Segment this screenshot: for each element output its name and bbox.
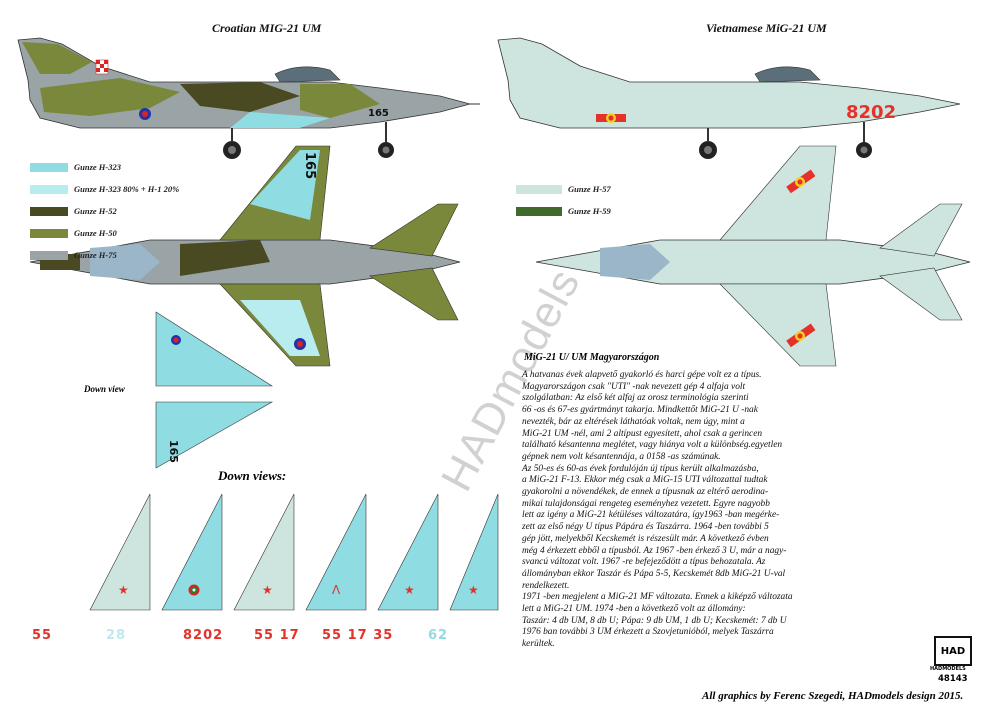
article-line: gép jött, melyekből Kecskemét is részesü… xyxy=(522,533,769,544)
footer-credit: All graphics by Ferenc Szegedi, HADmodel… xyxy=(702,690,964,702)
article-line: Az 50-es és 60-as évek fordulóján új típ… xyxy=(522,463,759,474)
croatian-top-view: 165 xyxy=(29,145,461,367)
article-line: kerültek. xyxy=(522,639,555,650)
article-line: 66 -os és 67-es gyártmányt takarja. Mind… xyxy=(522,405,758,416)
down-view-code-6: 62 xyxy=(428,628,449,643)
down-view-code-4: 55 17 xyxy=(254,628,300,643)
down-view-code-5: 55 17 35 xyxy=(322,628,394,643)
svg-text:★: ★ xyxy=(118,583,129,597)
article-line: Magyarországon csak "UTI" -nak nevezett … xyxy=(522,381,746,392)
article-line: mikai tulajdonságai rengeteg eseményhez … xyxy=(522,498,770,509)
article-line: a MiG-21 F-13. Ekkor még csak a MiG-15 U… xyxy=(522,475,768,486)
article-line: A hatvanas évek alapvető gyakorló és har… xyxy=(522,370,762,380)
logo-sub: HADMODELS xyxy=(930,666,966,672)
down-view-label: Down view xyxy=(84,384,125,394)
article-line: szolgálatban: Az első két alfaj az orosz… xyxy=(522,393,749,404)
article-line: lett az igény a MiG-21 kétüléses változa… xyxy=(522,510,780,521)
legend-item: Gunze H-323 xyxy=(30,156,179,178)
article-line: gyakorolni a növendékek, de ennek a típu… xyxy=(522,487,769,498)
article-line: gépnek nem volt késantennája, a 0158 -as… xyxy=(522,451,721,462)
vietnamese-top-view xyxy=(535,145,971,367)
croatian-side-number: 165 xyxy=(368,108,389,119)
had-logo: HAD xyxy=(934,636,972,666)
vietnamese-title: Vietnamese MiG-21 UM xyxy=(706,21,827,35)
down-view-code-1: 55 xyxy=(32,628,53,643)
down-views-title: Down views: xyxy=(218,468,287,483)
article-line: 1976 ban további 3 UM érkezett a Szovjet… xyxy=(522,627,774,638)
article-line: még 4 érkezett ebből a típusból. Az 1967… xyxy=(522,545,787,556)
croatian-down-view: 165 xyxy=(155,311,274,469)
down-view-1 xyxy=(89,493,151,611)
down-view-code-3: 8202 xyxy=(183,628,224,643)
legend-item: Gunze H-50 xyxy=(30,222,179,244)
article-line: svancú változat volt. 1967 -re befejeződ… xyxy=(522,557,766,568)
down-view-6 xyxy=(449,493,499,611)
article-line: MiG-21 UM -nél, ami 2 altípust egyesítet… xyxy=(522,428,763,439)
down-view-5 xyxy=(377,493,439,611)
article-line: Taszár: 4 db UM, 8 db U; Pápa: 9 db UM, … xyxy=(522,615,787,626)
svg-text:★: ★ xyxy=(262,583,273,597)
down-view-4 xyxy=(305,493,367,611)
croatian-title: Croatian MIG-21 UM xyxy=(212,21,322,35)
article-line: található késantenna meglétet, vagy hián… xyxy=(522,440,783,451)
down-view-3 xyxy=(233,493,295,611)
vietnamese-legend: Gunze H-57 Gunze H-59 xyxy=(516,178,611,222)
svg-text:Λ: Λ xyxy=(332,583,341,597)
article-line: 1971 -ben megjelent a MiG-21 MF változat… xyxy=(522,592,793,603)
article-title: MiG-21 U/ UM Magyarországon xyxy=(524,352,660,363)
croatian-side-profile: 165 xyxy=(17,37,480,159)
croatian-down-number: 165 xyxy=(167,440,180,463)
kit-number: 48143 xyxy=(938,674,968,684)
legend-item: Gunze H-323 80% + H-1 20% xyxy=(30,178,179,200)
legend-item: Gunze H-52 xyxy=(30,200,179,222)
down-views-row: ★ ★ Λ ★ ★ xyxy=(89,493,499,611)
croatian-tail-number: 165 xyxy=(302,152,317,179)
down-view-code-2: 28 xyxy=(106,628,127,643)
croatian-legend: Gunze H-323 Gunze H-323 80% + H-1 20% Gu… xyxy=(30,156,179,266)
article-line: rendelkezett. xyxy=(522,580,570,591)
legend-item: Gunze H-59 xyxy=(516,200,611,222)
legend-item: Gunze H-75 xyxy=(30,244,179,266)
svg-text:★: ★ xyxy=(404,583,415,597)
article-line: zett az első négy U típus Pápára és Tasz… xyxy=(522,522,769,533)
legend-item: Gunze H-57 xyxy=(516,178,611,200)
down-view-2 xyxy=(161,493,223,611)
vietnamese-side-profile: 8202 xyxy=(497,37,961,159)
article-line: lett a MiG-21 UM. 1974 -ben a következő … xyxy=(522,604,746,615)
article-line: állományban ekkor Taszár és Pápa 5-5, Ke… xyxy=(522,568,786,579)
svg-text:★: ★ xyxy=(468,583,479,597)
vietnamese-side-number: 8202 xyxy=(846,102,896,123)
article-body: A hatvanas évek alapvető gyakorló és har… xyxy=(522,370,822,651)
article-line: nevezték, bár az eltérések láthatóak vol… xyxy=(522,416,745,427)
